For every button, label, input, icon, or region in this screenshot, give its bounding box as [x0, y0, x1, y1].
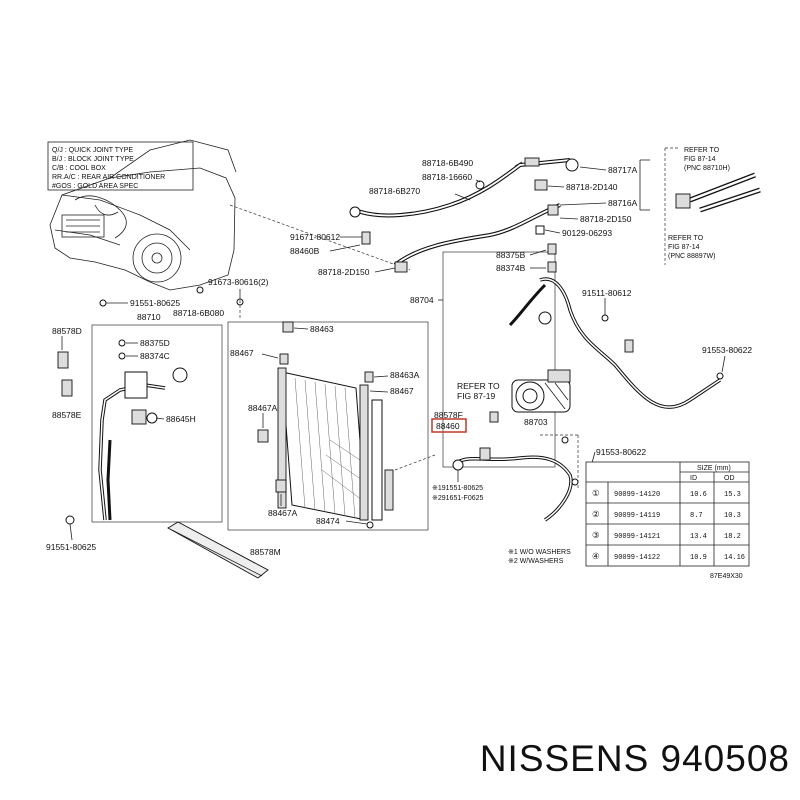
size-row-2-id: 8.7 [690, 512, 703, 520]
size-row-2-part: 90099-14119 [614, 512, 660, 520]
refer-top-line-3: (PNC 88710H) [684, 165, 730, 172]
label-88460: 88460 [436, 421, 460, 431]
label-91511-80612: 91511-80612 [582, 288, 632, 298]
left-pipe-group [57, 299, 223, 525]
label-91651-F0625: ※291651-F0625 [432, 495, 484, 502]
label-91551-80625-b: 91551-80625 [46, 542, 96, 552]
label-88717A: 88717A [608, 165, 638, 175]
label-90129-06293: 90129-06293 [562, 228, 612, 238]
label-88474: 88474 [316, 516, 340, 526]
size-row-3-num: ③ [592, 530, 600, 540]
label-88718-2D150-b: 88718-2D150 [318, 267, 370, 277]
size-table-col-id: ID [690, 475, 697, 482]
label-91551-80625-a: 91551-80625 [130, 298, 180, 308]
label-88718-2D150-a: 88718-2D150 [580, 214, 632, 224]
pipe-88704 [442, 243, 724, 468]
label-88374C: 88374C [140, 351, 170, 361]
figure-code: 87E49X30 [710, 573, 743, 580]
refer-mid-line-2: FIG 87-14 [668, 244, 700, 251]
size-row-4-part: 90099-14122 [614, 554, 660, 562]
size-row-1-num: ① [592, 488, 600, 498]
size-row-2-num: ② [592, 509, 600, 519]
refer-note-top: REFER TO FIG 87-14 (PNC 88710H) REFER TO… [664, 147, 761, 265]
size-row-4-od: 14.16 [724, 554, 745, 562]
washer-note-1: ※1 W/O WASHERS [508, 549, 571, 556]
label-91553-80622-a: 91553-80622 [702, 345, 752, 355]
legend-line-1: Q/J : QUICK JOINT TYPE [52, 147, 133, 154]
refer-mid-line-1: REFER TO [668, 235, 704, 242]
label-88375B: 88375B [496, 250, 526, 260]
label-88718-2D140: 88718-2D140 [566, 182, 618, 192]
size-table-header: SIZE (mm) [697, 465, 731, 472]
legend-line-5: #GOS : GOLD AREA SPEC [52, 183, 138, 190]
legend-line-4: RR.A/C : REAR AIR CONDITIONER [52, 174, 165, 181]
label-88460B: 88460B [290, 246, 320, 256]
label-88374B: 88374B [496, 263, 526, 273]
label-88704: 88704 [410, 295, 434, 305]
size-row-3-part: 90099-14121 [614, 533, 660, 541]
legend-line-2: B/J : BLOCK JOINT TYPE [52, 156, 134, 163]
label-88703: 88703 [524, 417, 548, 427]
label-88463: 88463 [310, 324, 334, 334]
size-row-3-od: 18.2 [724, 533, 741, 541]
brand-part-number: NISSENS 940508 [479, 738, 790, 779]
label-88645H: 88645H [166, 414, 196, 424]
label-88467A-b: 88467A [268, 508, 298, 518]
compressor-88703 [511, 369, 571, 413]
o-ring-size-table: SIZE (mm) ID OD ① 90099-14120 10.6 15.3 … [585, 461, 750, 567]
label-88718-16660: 88718-16660 [422, 172, 472, 182]
washer-note-2: ※2 W/WASHERS [508, 558, 564, 565]
refer-top-line-1: REFER TO [684, 147, 720, 154]
label-88718-6B490: 88718-6B490 [422, 158, 473, 168]
label-88578M: 88578M [250, 547, 281, 557]
refer-mid-line-3: (PNC 88897W) [668, 253, 715, 260]
label-88578F: 88578F [434, 410, 463, 420]
highlight-box-88460 [431, 418, 467, 433]
label-88578E: 88578E [52, 410, 82, 420]
seal-88578M [167, 521, 269, 579]
label-88463A: 88463A [390, 370, 420, 380]
size-row-2-od: 10.3 [724, 512, 741, 520]
label-88467A-a: 88467A [248, 403, 278, 413]
size-row-1-id: 10.6 [690, 491, 707, 499]
vehicle-illustration [49, 139, 411, 291]
condenser-group [227, 321, 429, 531]
label-88467-a: 88467 [230, 348, 254, 358]
size-row-1-od: 15.3 [724, 491, 741, 499]
lower-pipe [452, 434, 579, 522]
label-88718-6B080: 88718-6B080 [173, 308, 224, 318]
refer-top-line-2: FIG 87-14 [684, 156, 716, 163]
legend-line-3: C/B : COOL BOX [52, 165, 106, 172]
label-91671-80612: 91671-80612 [290, 232, 340, 242]
label-91551-80625-c: ※191551-80625 [432, 485, 483, 492]
label-88718-6B270: 88718-6B270 [369, 186, 420, 196]
size-row-3-id: 13.4 [690, 533, 707, 541]
upper-pipe-assembly [349, 157, 579, 273]
refer-comp-line-1: REFER TO [457, 381, 500, 391]
legend-box: Q/J : QUICK JOINT TYPE B/J : BLOCK JOINT… [47, 141, 194, 191]
size-row-4-num: ④ [592, 551, 600, 561]
label-88578D: 88578D [52, 326, 82, 336]
size-row-1-part: 90099-14120 [614, 491, 660, 499]
size-table-col-od: OD [724, 475, 735, 482]
label-88467-b: 88467 [390, 386, 414, 396]
label-88710: 88710 [137, 312, 161, 322]
label-91553-80622-b: 91553-80622 [596, 447, 646, 457]
label-91673-80616: 91673-80616(2) [208, 277, 269, 287]
refer-comp-line-2: FIG 87-19 [457, 391, 496, 401]
label-88375D: 88375D [140, 338, 170, 348]
label-88716A: 88716A [608, 198, 638, 208]
size-row-4-id: 10.9 [690, 554, 707, 562]
